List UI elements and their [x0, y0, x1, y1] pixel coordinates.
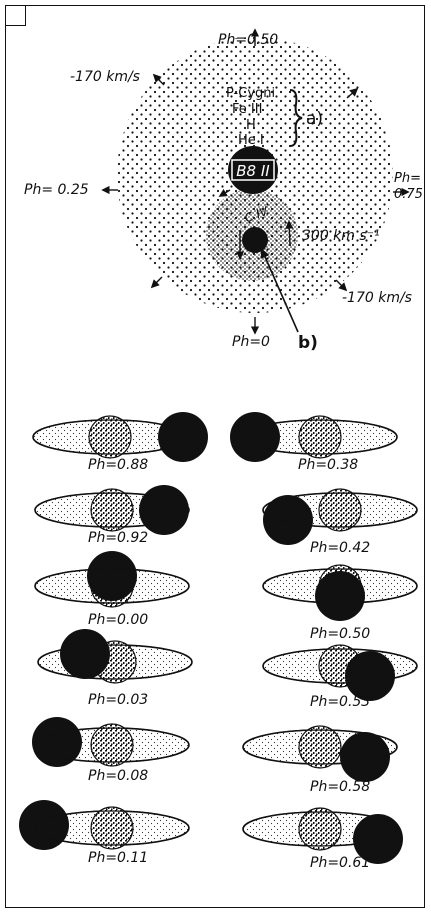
- disk-outline: [262, 568, 418, 604]
- disk-outline: [242, 811, 398, 847]
- dark-star: [340, 732, 390, 782]
- eclipse-panel-right-1: Ph=0.42: [262, 488, 418, 556]
- corner-mark: [6, 6, 26, 26]
- b8-label: B8 II: [236, 162, 270, 180]
- arrow-lower-right: [335, 279, 348, 292]
- b8-star: [228, 146, 278, 194]
- line-feiii: Fe III: [232, 102, 262, 117]
- eclipse-panels: Ph=0.88Ph=0.92Ph=0.00Ph=0.03Ph=0.08Ph=0.…: [19, 412, 418, 871]
- phase-label: Ph=0.03: [88, 692, 148, 708]
- dark-star: [263, 495, 313, 545]
- dark-star: [60, 629, 110, 679]
- label-a: a): [306, 109, 323, 129]
- eclipse-panel-right-2: Ph=0.50: [262, 564, 418, 642]
- line-hei: He I: [238, 133, 264, 148]
- phase-left: Ph= 0.25: [24, 182, 89, 198]
- disk-outline: [34, 492, 190, 528]
- line-pcygni: P-Cygni: [226, 86, 275, 101]
- eclipse-panel-left-2: Ph=0.00: [34, 551, 190, 628]
- vel-upper-left: -170 km/s: [70, 69, 140, 85]
- phase-right-2: 0.75: [394, 187, 423, 202]
- disk-outline: [34, 568, 190, 604]
- mottled-star: [298, 415, 342, 459]
- mottled-star: [90, 723, 134, 767]
- phase-top: Ph=0.50: [218, 32, 278, 48]
- lines-brace: [289, 89, 303, 147]
- mottled-star: [298, 725, 342, 769]
- core-arrow-right: [285, 220, 294, 246]
- phase-label: Ph=0.11: [88, 850, 148, 866]
- phase-bottom: Ph=0: [232, 334, 270, 350]
- phase-label: Ph=0.50: [310, 626, 370, 642]
- disk-outline: [242, 419, 398, 455]
- dark-star: [32, 717, 82, 767]
- disk-outline: [262, 492, 418, 528]
- phase-label: Ph=0.08: [88, 768, 148, 784]
- pointer-b: [260, 248, 299, 333]
- b8-arrow: [218, 188, 231, 197]
- dark-star: [353, 814, 403, 864]
- phase-label: Ph=0.00: [88, 612, 148, 628]
- disk-outline: [262, 648, 418, 684]
- disk-outline: [242, 729, 398, 765]
- dark-star: [158, 412, 208, 462]
- eclipse-panel-right-0: Ph=0.38: [230, 412, 398, 473]
- dark-star: [345, 651, 395, 701]
- dark-star: [315, 571, 365, 621]
- phase-label: Ph=0.88: [88, 457, 148, 473]
- phase-label: Ph=0.38: [298, 457, 358, 473]
- eclipse-panel-left-0: Ph=0.88: [32, 412, 208, 473]
- eclipse-panel-right-5: Ph=0.61: [242, 807, 403, 871]
- phase-label: Ph=0.53: [310, 694, 370, 710]
- phase-label: Ph=0.61: [310, 855, 370, 871]
- eclipse-panel-left-4: Ph=0.08: [32, 717, 190, 784]
- mottled-star: [318, 488, 362, 532]
- vel-lower-right: -170 km/s: [342, 290, 412, 306]
- arrow-lower-left: [150, 276, 163, 289]
- arrow-upper-right: [346, 87, 359, 99]
- top-diagram: B8 II C IV P-Cygni Fe III H He I a) Ph=0…: [24, 28, 423, 353]
- dark-star: [230, 412, 280, 462]
- phase-label: Ph=0.92: [88, 530, 148, 546]
- eclipse-panel-left-3: Ph=0.03: [37, 629, 193, 708]
- line-h: H: [246, 118, 256, 133]
- mottled-star: [298, 807, 342, 851]
- eclipse-panel-left-1: Ph=0.92: [34, 485, 190, 546]
- mottled-star: [88, 415, 132, 459]
- phase-right-1: Ph=: [394, 171, 421, 186]
- compact-core: [242, 227, 268, 253]
- mottled-star: [90, 806, 134, 850]
- eclipse-panel-right-3: Ph=0.53: [262, 644, 418, 710]
- label-b: b): [298, 333, 318, 353]
- phase-label: Ph=0.58: [310, 779, 370, 795]
- dark-star: [139, 485, 189, 535]
- disk-outline: [37, 644, 193, 680]
- phase-label: Ph=0.42: [310, 540, 370, 556]
- disk-outline: [34, 727, 190, 763]
- eclipse-panel-right-4: Ph=0.58: [242, 725, 398, 795]
- b8-label-box: [231, 159, 275, 181]
- mottled-star: [90, 488, 134, 532]
- dark-star: [87, 551, 137, 601]
- disk-outline: [32, 419, 188, 455]
- dark-star: [19, 800, 69, 850]
- eclipse-panel-left-5: Ph=0.11: [19, 800, 190, 866]
- disk-outline: [34, 810, 190, 846]
- arrow-upper-left: [152, 73, 165, 86]
- vel-inner: 300 km s⁻¹: [302, 228, 380, 244]
